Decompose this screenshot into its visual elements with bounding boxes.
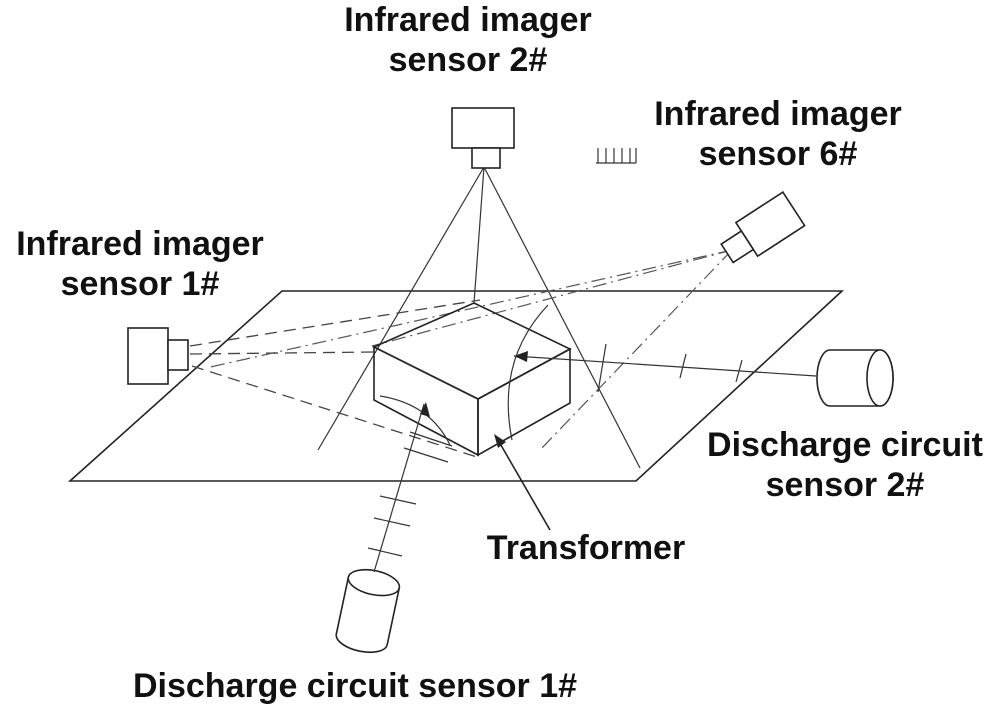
label-discharge-sensor-2-line1: Discharge circuit	[707, 426, 983, 464]
transformer-top-face	[372, 302, 572, 400]
transformer-pointer	[494, 434, 551, 531]
discharge-sensor-1-line	[367, 402, 453, 573]
label-infrared-sensor-1-line2: sensor 1#	[60, 265, 220, 303]
sensor-2-view-lines	[317, 166, 641, 469]
discharge-sensor-2-line	[513, 343, 817, 393]
label-infrared-sensor-2-line2: sensor 2#	[388, 41, 548, 79]
label-infrared-sensor-1-line1: Infrared imager	[16, 225, 264, 263]
label-infrared-sensor-6-line1: Infrared imager	[654, 95, 902, 133]
stripe-mark	[596, 148, 637, 164]
infrared-sensor-1-icon	[127, 327, 189, 385]
label-infrared-sensor-1: Infrared imager sensor 1#	[0, 224, 280, 304]
discharge-sensor-1-icon	[335, 568, 401, 654]
transformer-side-face	[477, 347, 571, 457]
label-infrared-sensor-2: Infrared imager sensor 2#	[318, 0, 618, 80]
sensor-6-sight-lines	[205, 249, 733, 451]
arc-right	[507, 304, 549, 441]
label-infrared-sensor-6: Infrared imager sensor 6#	[632, 94, 924, 174]
label-discharge-sensor-2-line2: sensor 2#	[765, 466, 925, 504]
discharge-sensor-2-icon	[816, 349, 894, 407]
infrared-sensor-6-icon	[720, 191, 806, 264]
ground-plane	[67, 290, 845, 482]
transformer-front-face	[373, 345, 479, 457]
label-discharge-sensor-1: Discharge circuit sensor 1#	[132, 667, 578, 705]
label-transformer: Transformer	[486, 529, 686, 567]
transformer-box	[372, 302, 572, 457]
sensor-1-sight-lines	[189, 299, 481, 459]
label-infrared-sensor-6-line2: sensor 6#	[698, 135, 858, 173]
label-infrared-sensor-2-line1: Infrared imager	[344, 1, 592, 39]
infrared-sensor-2-icon	[451, 107, 515, 169]
label-discharge-sensor-2: Discharge circuit sensor 2#	[690, 425, 1000, 505]
